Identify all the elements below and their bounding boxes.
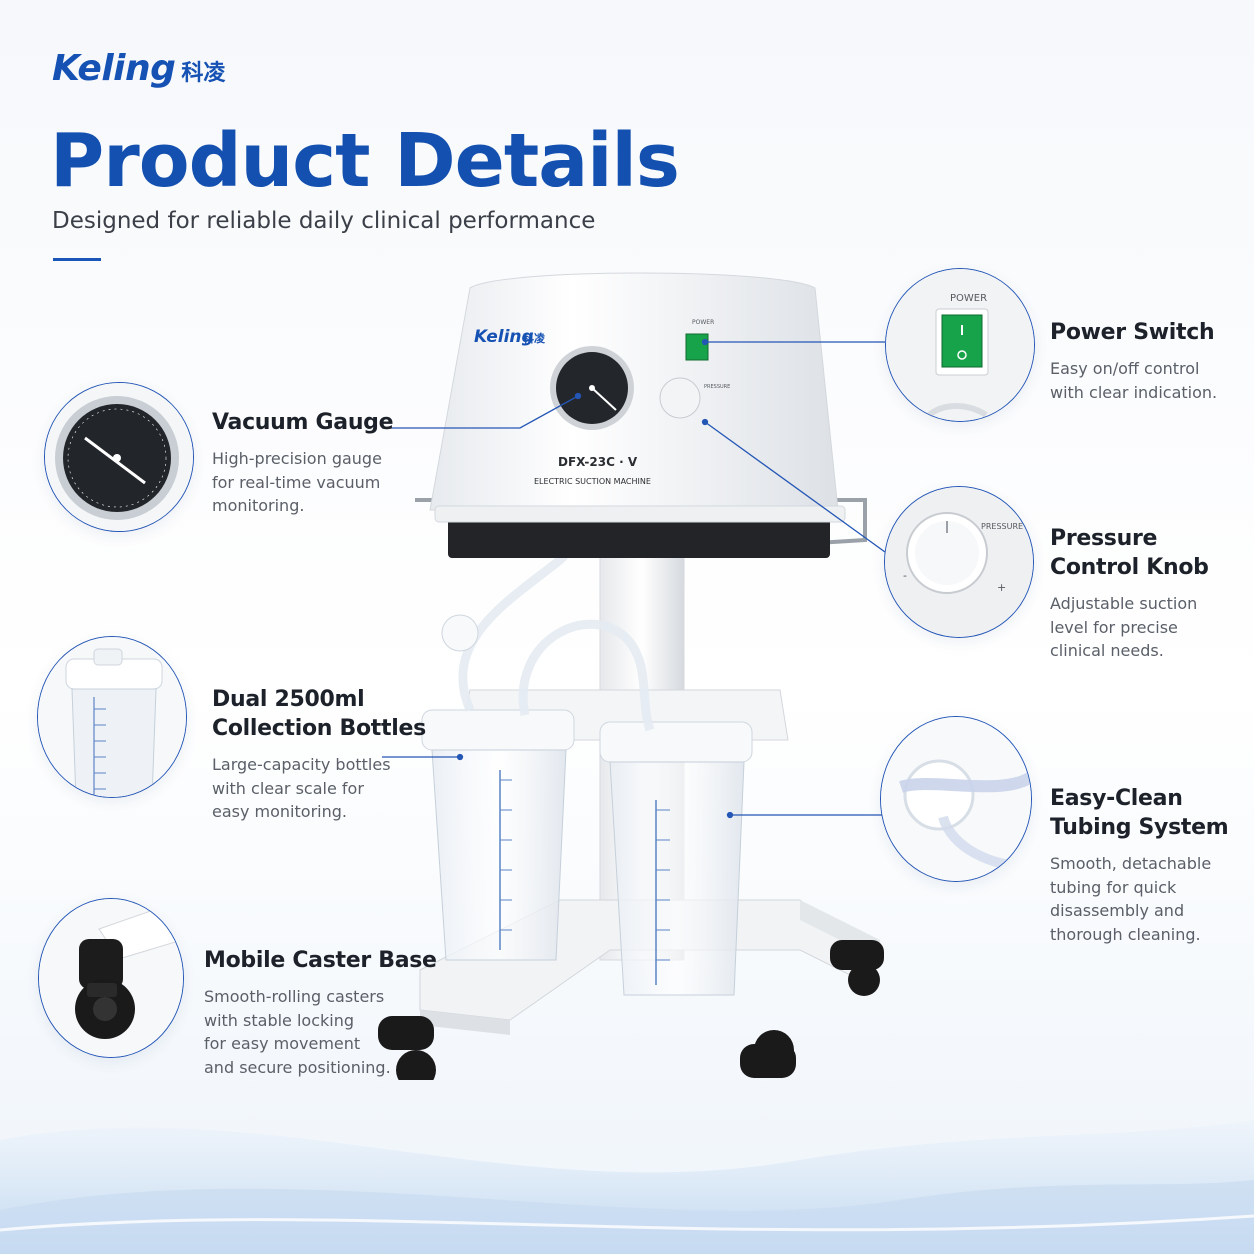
collection-bottle-icon <box>38 637 186 797</box>
feature-title: Vacuum Gauge <box>212 410 394 435</box>
decorative-wave <box>0 1120 1254 1254</box>
feature-title: Mobile Caster Base <box>204 948 437 973</box>
pressure-knob-icon: PRESSURE - + <box>885 487 1033 637</box>
feature-pressure-knob: Pressure Control Knob Adjustable suction… <box>1050 524 1250 663</box>
machine-pressure-label: PRESSURE <box>704 384 730 390</box>
feature-tubing-system: Easy-Clean Tubing System Smooth, detacha… <box>1050 784 1250 946</box>
feature-title: Easy-Clean Tubing System <box>1050 786 1229 840</box>
knob-minus-sign: - <box>903 569 907 582</box>
vacuum-gauge-detail <box>44 382 194 532</box>
brand-name: Keling <box>52 48 176 89</box>
machine-power-label: POWER <box>692 319 714 326</box>
feature-description: Smooth, detachable tubing for quick disa… <box>1050 854 1212 944</box>
feature-power-switch: Power Switch Easy on/off control with cl… <box>1050 318 1250 404</box>
power-detail-label: POWER <box>950 293 987 304</box>
power-switch-icon: POWER <box>886 269 1034 421</box>
feature-title: Dual 2500ml Collection Bottles <box>212 687 426 741</box>
machine-brand: Keling <box>474 327 534 347</box>
pressure-knob-detail: PRESSURE - + <box>884 486 1034 638</box>
knob-plus-sign: + <box>997 581 1006 594</box>
feature-caster-base: Mobile Caster Base Smooth-rolling caster… <box>204 946 437 1079</box>
machine-brand-cjk: 科凌 <box>523 331 546 345</box>
brand-logo: Keling 科凌 <box>52 48 225 89</box>
feature-description: Smooth-rolling casters with stable locki… <box>204 987 391 1077</box>
title-accent-divider <box>53 258 101 261</box>
feature-description: Easy on/off control with clear indicatio… <box>1050 359 1218 402</box>
page-title: Product Details <box>50 118 680 204</box>
feature-vacuum-gauge: Vacuum Gauge High-precision gauge for re… <box>212 408 412 518</box>
machine-model: DFX-23C · V <box>558 455 638 469</box>
pressure-detail-label: PRESSURE <box>981 522 1023 531</box>
vacuum-gauge-icon <box>45 383 193 531</box>
suction-machine-illustration: Keling 科凌 POWER PRESSURE DFX-23C · V ELE… <box>378 272 884 1080</box>
feature-description: Adjustable suction level for precise cli… <box>1050 594 1198 660</box>
bottle-detail <box>37 636 187 798</box>
power-switch-detail: POWER <box>885 268 1035 422</box>
feature-description: Large-capacity bottles with clear scale … <box>212 755 391 821</box>
feature-collection-bottles: Dual 2500ml Collection Bottles Large-cap… <box>212 685 426 824</box>
feature-title: Power Switch <box>1050 320 1215 345</box>
machine-type-label: ELECTRIC SUCTION MACHINE <box>534 477 651 486</box>
tubing-detail <box>880 716 1032 882</box>
tubing-icon <box>881 717 1031 881</box>
caster-detail <box>38 898 184 1058</box>
feature-title: Pressure Control Knob <box>1050 526 1209 580</box>
caster-wheel-icon <box>39 899 183 1057</box>
page-subtitle: Designed for reliable daily clinical per… <box>52 208 596 234</box>
feature-description: High-precision gauge for real-time vacuu… <box>212 449 382 515</box>
brand-name-cjk: 科凌 <box>181 61 226 86</box>
